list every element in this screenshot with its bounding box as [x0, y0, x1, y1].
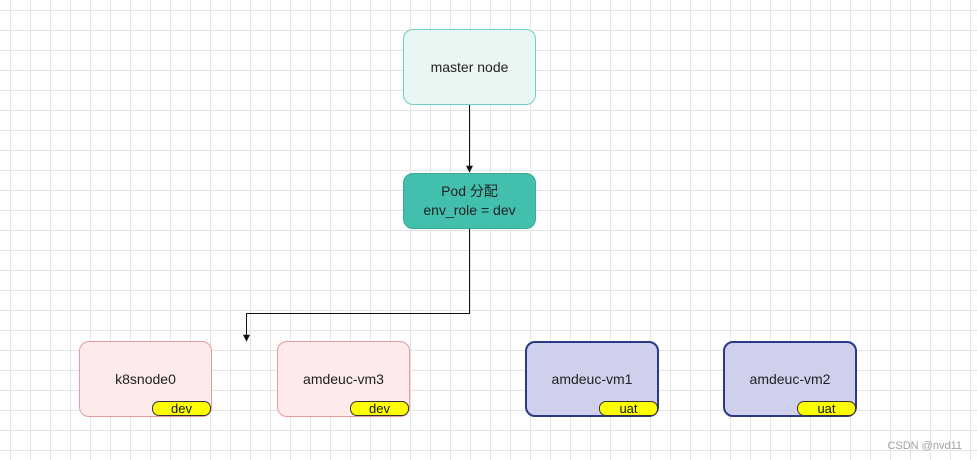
env-tag-dev: dev — [152, 401, 211, 416]
master-node[interactable]: master node — [403, 29, 536, 105]
env-tag-uat: uat — [599, 401, 658, 416]
worker-node-amdeuc-vm1[interactable]: amdeuc-vm1 uat — [525, 341, 659, 417]
master-node-label: master node — [430, 59, 509, 75]
edge-pod-to-k8snode0 — [243, 229, 470, 342]
worker-node-label: k8snode0 — [115, 371, 176, 387]
env-tag-dev: dev — [350, 401, 409, 416]
worker-node-label: amdeuc-vm1 — [551, 371, 633, 387]
pod-assign-rule: env_role = dev — [423, 202, 516, 218]
pod-assign-node[interactable]: Pod 分配 env_role = dev — [403, 173, 536, 229]
worker-node-amdeuc-vm2[interactable]: amdeuc-vm2 uat — [723, 341, 857, 417]
pod-assign-title: Pod 分配 — [441, 183, 498, 199]
env-tag-uat: uat — [797, 401, 856, 416]
worker-node-label: amdeuc-vm3 — [303, 371, 384, 387]
watermark-text: CSDN @nvd11 — [887, 440, 962, 452]
worker-node-label: amdeuc-vm2 — [749, 371, 831, 387]
worker-node-k8snode0[interactable]: k8snode0 dev — [79, 341, 212, 417]
worker-node-amdeuc-vm3[interactable]: amdeuc-vm3 dev — [277, 341, 410, 417]
